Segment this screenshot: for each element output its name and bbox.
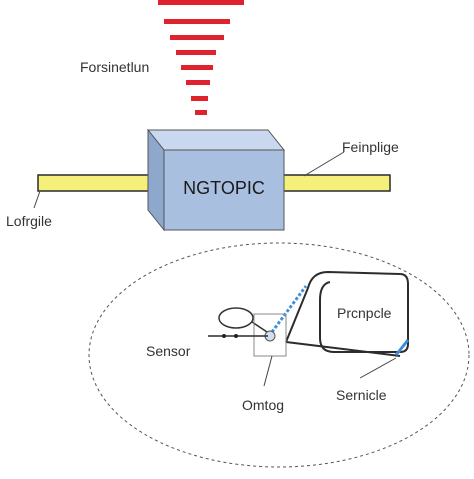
left-fiber-leader (33, 190, 41, 209)
junction-box (253, 313, 287, 357)
red-bar (195, 110, 207, 115)
red-bar (181, 65, 213, 70)
fiber-left (37, 174, 157, 192)
bottom-label: Omtog (242, 397, 284, 413)
ngtopic-box: NGTOPIC (146, 128, 286, 232)
right-fiber-leader (303, 151, 345, 177)
sensor-dot (222, 334, 226, 338)
left-fiber-label: Lofrgile (6, 213, 52, 229)
bottom-leader (263, 355, 273, 387)
red-bar (158, 0, 244, 5)
box-label: NGTOPIC (183, 178, 265, 198)
dashed-ellipse (88, 242, 470, 468)
red-bar (170, 35, 224, 40)
loop-label: Prcnpcle (337, 305, 392, 321)
right-fiber-label: Feinplige (342, 139, 399, 155)
red-bar (164, 19, 230, 24)
lower-right-label: Sernicle (336, 387, 387, 403)
sensor-ellipse (218, 307, 254, 329)
red-bars (158, 0, 244, 115)
sensor-dot (234, 334, 238, 338)
top-label: Forsinetlun (80, 59, 149, 75)
fiber-right (273, 174, 391, 192)
sensor-label: Sensor (146, 343, 191, 359)
fiber-loop (270, 270, 410, 357)
red-bar (186, 80, 210, 85)
lower-right-leader (359, 357, 397, 379)
red-bar (191, 96, 208, 101)
red-bar (176, 50, 216, 55)
